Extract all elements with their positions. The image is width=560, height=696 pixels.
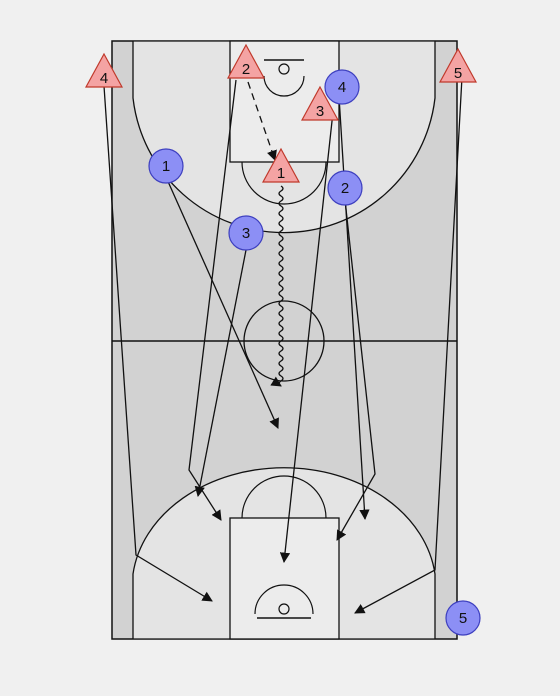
center-circle <box>243 300 325 382</box>
cut-line-defense-4 <box>338 95 370 521</box>
offense-player-4-label: 4 <box>100 70 108 87</box>
offense-player-3[interactable]: 3 <box>300 85 340 121</box>
defense-player-5-label: 5 <box>459 610 467 627</box>
offense-player-5-label: 5 <box>454 65 462 82</box>
offense-player-2-label: 2 <box>242 61 250 78</box>
pass-line-2-to-1 <box>247 81 277 161</box>
defense-player-3[interactable]: 3 <box>228 215 264 251</box>
cut-line-offense-5 <box>354 76 463 614</box>
defense-player-2-label: 2 <box>341 180 349 197</box>
defense-circle-icon <box>327 170 363 206</box>
defense-circle-icon <box>148 148 184 184</box>
hoop-top <box>278 63 290 75</box>
offense-player-3-label: 3 <box>316 103 324 120</box>
cut-line-offense-3 <box>279 111 334 564</box>
offense-triangle-icon <box>84 52 124 88</box>
defense-player-1[interactable]: 1 <box>148 148 184 184</box>
movement-lines <box>103 76 463 614</box>
offense-player-4[interactable]: 4 <box>84 52 124 88</box>
offense-players: 1 2 3 4 5 <box>84 43 478 183</box>
defense-circle-icon <box>324 69 360 105</box>
defense-player-5[interactable]: 5 <box>445 600 481 636</box>
defense-circle-icon <box>228 215 264 251</box>
offense-triangle-icon <box>300 85 340 121</box>
free-throw-circle-bottom <box>241 475 327 519</box>
free-throw-circle-top <box>241 161 327 205</box>
dribble-line-1 <box>270 185 284 387</box>
basketball-court <box>111 40 458 640</box>
offense-player-2[interactable]: 2 <box>226 43 266 79</box>
offense-triangle-icon <box>261 147 301 183</box>
defense-circle-icon <box>445 600 481 636</box>
cut-line-offense-4 <box>103 85 213 602</box>
offense-triangle-icon <box>226 43 266 79</box>
offense-player-1[interactable]: 1 <box>261 147 301 183</box>
cut-line-defense-2 <box>336 199 376 541</box>
offense-player-1-label: 1 <box>277 165 285 182</box>
defense-player-2[interactable]: 2 <box>327 170 363 206</box>
restricted-arc-top <box>263 75 305 97</box>
defense-player-3-label: 3 <box>242 225 250 242</box>
cut-line-defense-1 <box>165 176 279 429</box>
hoop-bottom <box>278 603 290 615</box>
defense-player-4-label: 4 <box>338 79 346 96</box>
paint-bottom <box>229 517 340 640</box>
defense-player-1-label: 1 <box>162 158 170 175</box>
defense-players: 1 2 3 4 5 <box>148 69 481 636</box>
restricted-arc-bottom <box>254 584 314 615</box>
offense-player-5[interactable]: 5 <box>438 47 478 83</box>
cut-line-offense-2 <box>188 79 237 521</box>
offense-triangle-icon <box>438 47 478 83</box>
defense-player-4[interactable]: 4 <box>324 69 360 105</box>
cut-line-defense-3 <box>194 249 247 498</box>
